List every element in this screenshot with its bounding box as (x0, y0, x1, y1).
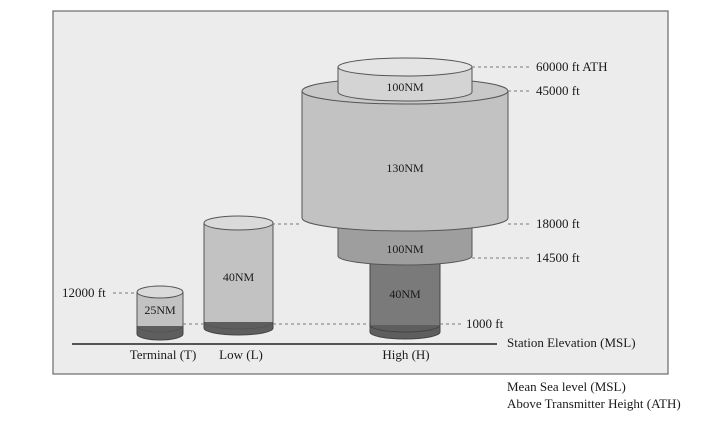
high-category-label: High (H) (382, 347, 429, 362)
high-top-section (337, 57, 473, 102)
altitude-label-18000: 18000 ft (536, 216, 580, 231)
high-main-range-label: 130NM (386, 161, 424, 175)
station-elevation-label: Station Elevation (MSL) (507, 335, 636, 350)
low-range-label: 40NM (223, 270, 255, 284)
altitude-label-45000: 45000 ft (536, 83, 580, 98)
low-cylinder (203, 215, 274, 336)
altitude-label-60000-ath: 60000 ft ATH (536, 59, 608, 74)
altitude-label-14500: 14500 ft (536, 250, 580, 265)
high-bottom-section (369, 262, 441, 340)
terminal-cylinder (136, 285, 184, 341)
terminal-range-label: 25NM (144, 303, 176, 317)
high-top-range-label: 100NM (386, 80, 424, 94)
altitude-label-12000: 12000 ft (62, 285, 106, 300)
high-mid-range-label: 100NM (386, 242, 424, 256)
high-mid-section (337, 226, 473, 266)
leader-lines (113, 66, 532, 325)
legend-msl: Mean Sea level (MSL) (507, 379, 626, 394)
terminal-category-label: Terminal (T) (130, 347, 197, 362)
low-category-label: Low (L) (219, 347, 263, 362)
high-bottom-range-label: 40NM (389, 287, 421, 301)
altitude-label-1000: 1000 ft (466, 316, 504, 331)
legend-ath: Above Transmitter Height (ATH) (507, 396, 681, 411)
